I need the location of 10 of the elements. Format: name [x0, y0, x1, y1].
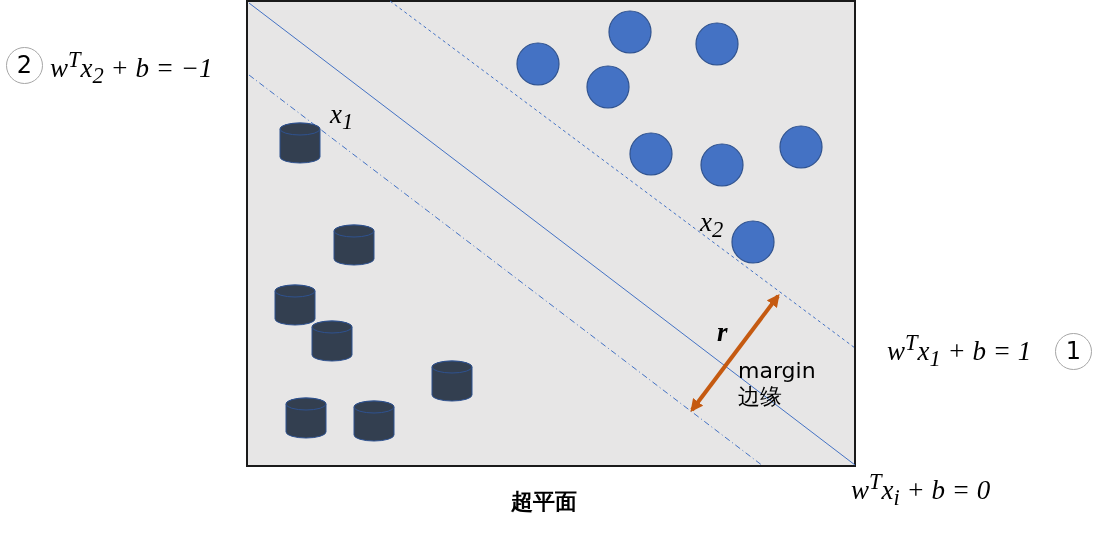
margin-label: margin 边缘	[738, 358, 817, 411]
equation: w$^{T}$x$_{i}$ + b = 0	[851, 470, 991, 512]
equation: w$^{T}$x$_{2}$ + b = −1	[50, 48, 213, 90]
axis-title: 超平面	[511, 490, 577, 515]
circled-number: 2	[6, 47, 43, 84]
point-label: x$_{1}$	[330, 100, 354, 136]
circled-number: 1	[1055, 333, 1092, 370]
point-label: x$_{2}$	[700, 208, 724, 244]
equation: w$^{T}$x$_{1}$ + b = 1	[887, 331, 1032, 373]
distance-label: r	[717, 318, 728, 348]
